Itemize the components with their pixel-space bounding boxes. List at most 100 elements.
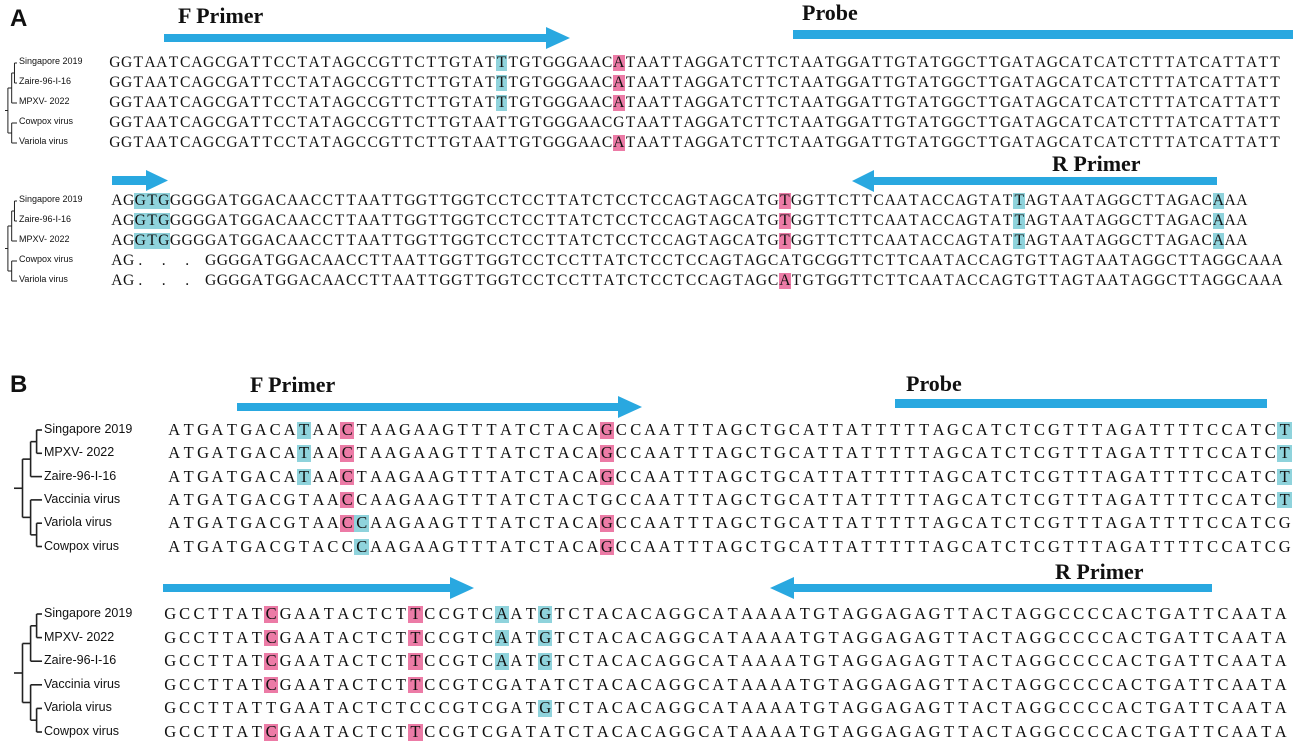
base: A [1035, 94, 1047, 111]
base: A [308, 674, 321, 694]
base: T [250, 114, 261, 131]
base: C [685, 252, 697, 269]
base: T [930, 54, 940, 71]
base: T [544, 536, 555, 556]
probe-bar-a [793, 30, 1293, 39]
base: C [263, 651, 279, 671]
base: A [1189, 192, 1201, 209]
base: T [989, 54, 999, 71]
base: A [404, 252, 416, 269]
base: T [1188, 94, 1198, 111]
f-primer-label-a: F Primer [178, 3, 264, 28]
base: C [322, 212, 333, 229]
base: A [654, 674, 667, 694]
base: T [222, 722, 233, 741]
base: G [847, 134, 859, 151]
base: G [283, 489, 296, 509]
base: A [1212, 192, 1225, 209]
base: A [216, 192, 228, 209]
base: G [169, 192, 182, 209]
base: A [427, 513, 440, 533]
base: T [369, 252, 380, 269]
base: A [211, 489, 224, 509]
base: G [197, 489, 210, 509]
base: T [544, 443, 555, 463]
base: A [1011, 94, 1023, 111]
base: T [1082, 134, 1093, 151]
base: C [777, 54, 789, 71]
base: G [1142, 272, 1154, 289]
base: T [381, 192, 392, 209]
base: C [1221, 489, 1233, 509]
base: A [539, 674, 552, 694]
base: C [908, 272, 919, 289]
base: T [616, 252, 626, 269]
base: A [283, 420, 296, 439]
base: C [568, 272, 580, 289]
base: A [1201, 252, 1213, 269]
base: C [381, 627, 393, 647]
base: A [1245, 54, 1258, 71]
base: T [919, 489, 930, 509]
base: C [986, 604, 998, 623]
base: T [1188, 134, 1198, 151]
base: T [791, 252, 802, 269]
base: A [931, 272, 943, 289]
base: C [1236, 272, 1248, 289]
base: C [193, 722, 205, 741]
base: A [1231, 651, 1244, 671]
base: A [744, 272, 756, 289]
base: T [1092, 536, 1103, 556]
base: C [424, 674, 436, 694]
probe-label-b: Probe [906, 371, 962, 396]
base: T [826, 192, 837, 209]
base: T [583, 698, 594, 718]
base: A [1165, 232, 1178, 249]
base: A [331, 74, 344, 91]
base: T [133, 114, 144, 131]
base: T [919, 420, 930, 439]
base: A [755, 698, 768, 718]
base: C [630, 489, 642, 509]
base: C [592, 192, 603, 209]
base: T [393, 192, 403, 209]
base: A [648, 134, 660, 151]
base: A [254, 536, 267, 556]
base: T [754, 74, 765, 91]
base: G [999, 54, 1012, 71]
base: A [1175, 114, 1187, 131]
base: T [1178, 489, 1189, 509]
base: G [164, 698, 177, 718]
base: A [357, 212, 369, 229]
base: C [529, 513, 541, 533]
base: T [991, 443, 1002, 463]
base: T [660, 74, 671, 91]
base: C [967, 272, 978, 289]
base: T [904, 466, 915, 486]
base: C [1034, 536, 1046, 556]
base: G [542, 114, 555, 131]
base: A [708, 192, 721, 209]
base: A [211, 443, 224, 463]
base: A [144, 114, 156, 131]
base: C [1058, 698, 1070, 718]
base: T [1155, 192, 1165, 209]
base: C [1058, 74, 1070, 91]
base: A [718, 54, 730, 71]
base: T [250, 74, 261, 91]
base: T [760, 420, 771, 439]
base: T [510, 212, 521, 229]
base: A [603, 252, 615, 269]
base: T [906, 134, 917, 151]
base: T [943, 627, 955, 647]
base: G [706, 74, 719, 91]
base: T [208, 651, 219, 671]
base: A [636, 134, 648, 151]
base: C [179, 651, 191, 671]
base: A [494, 627, 510, 647]
base: A [144, 94, 156, 111]
base: T [475, 272, 485, 289]
base: A [625, 698, 638, 718]
